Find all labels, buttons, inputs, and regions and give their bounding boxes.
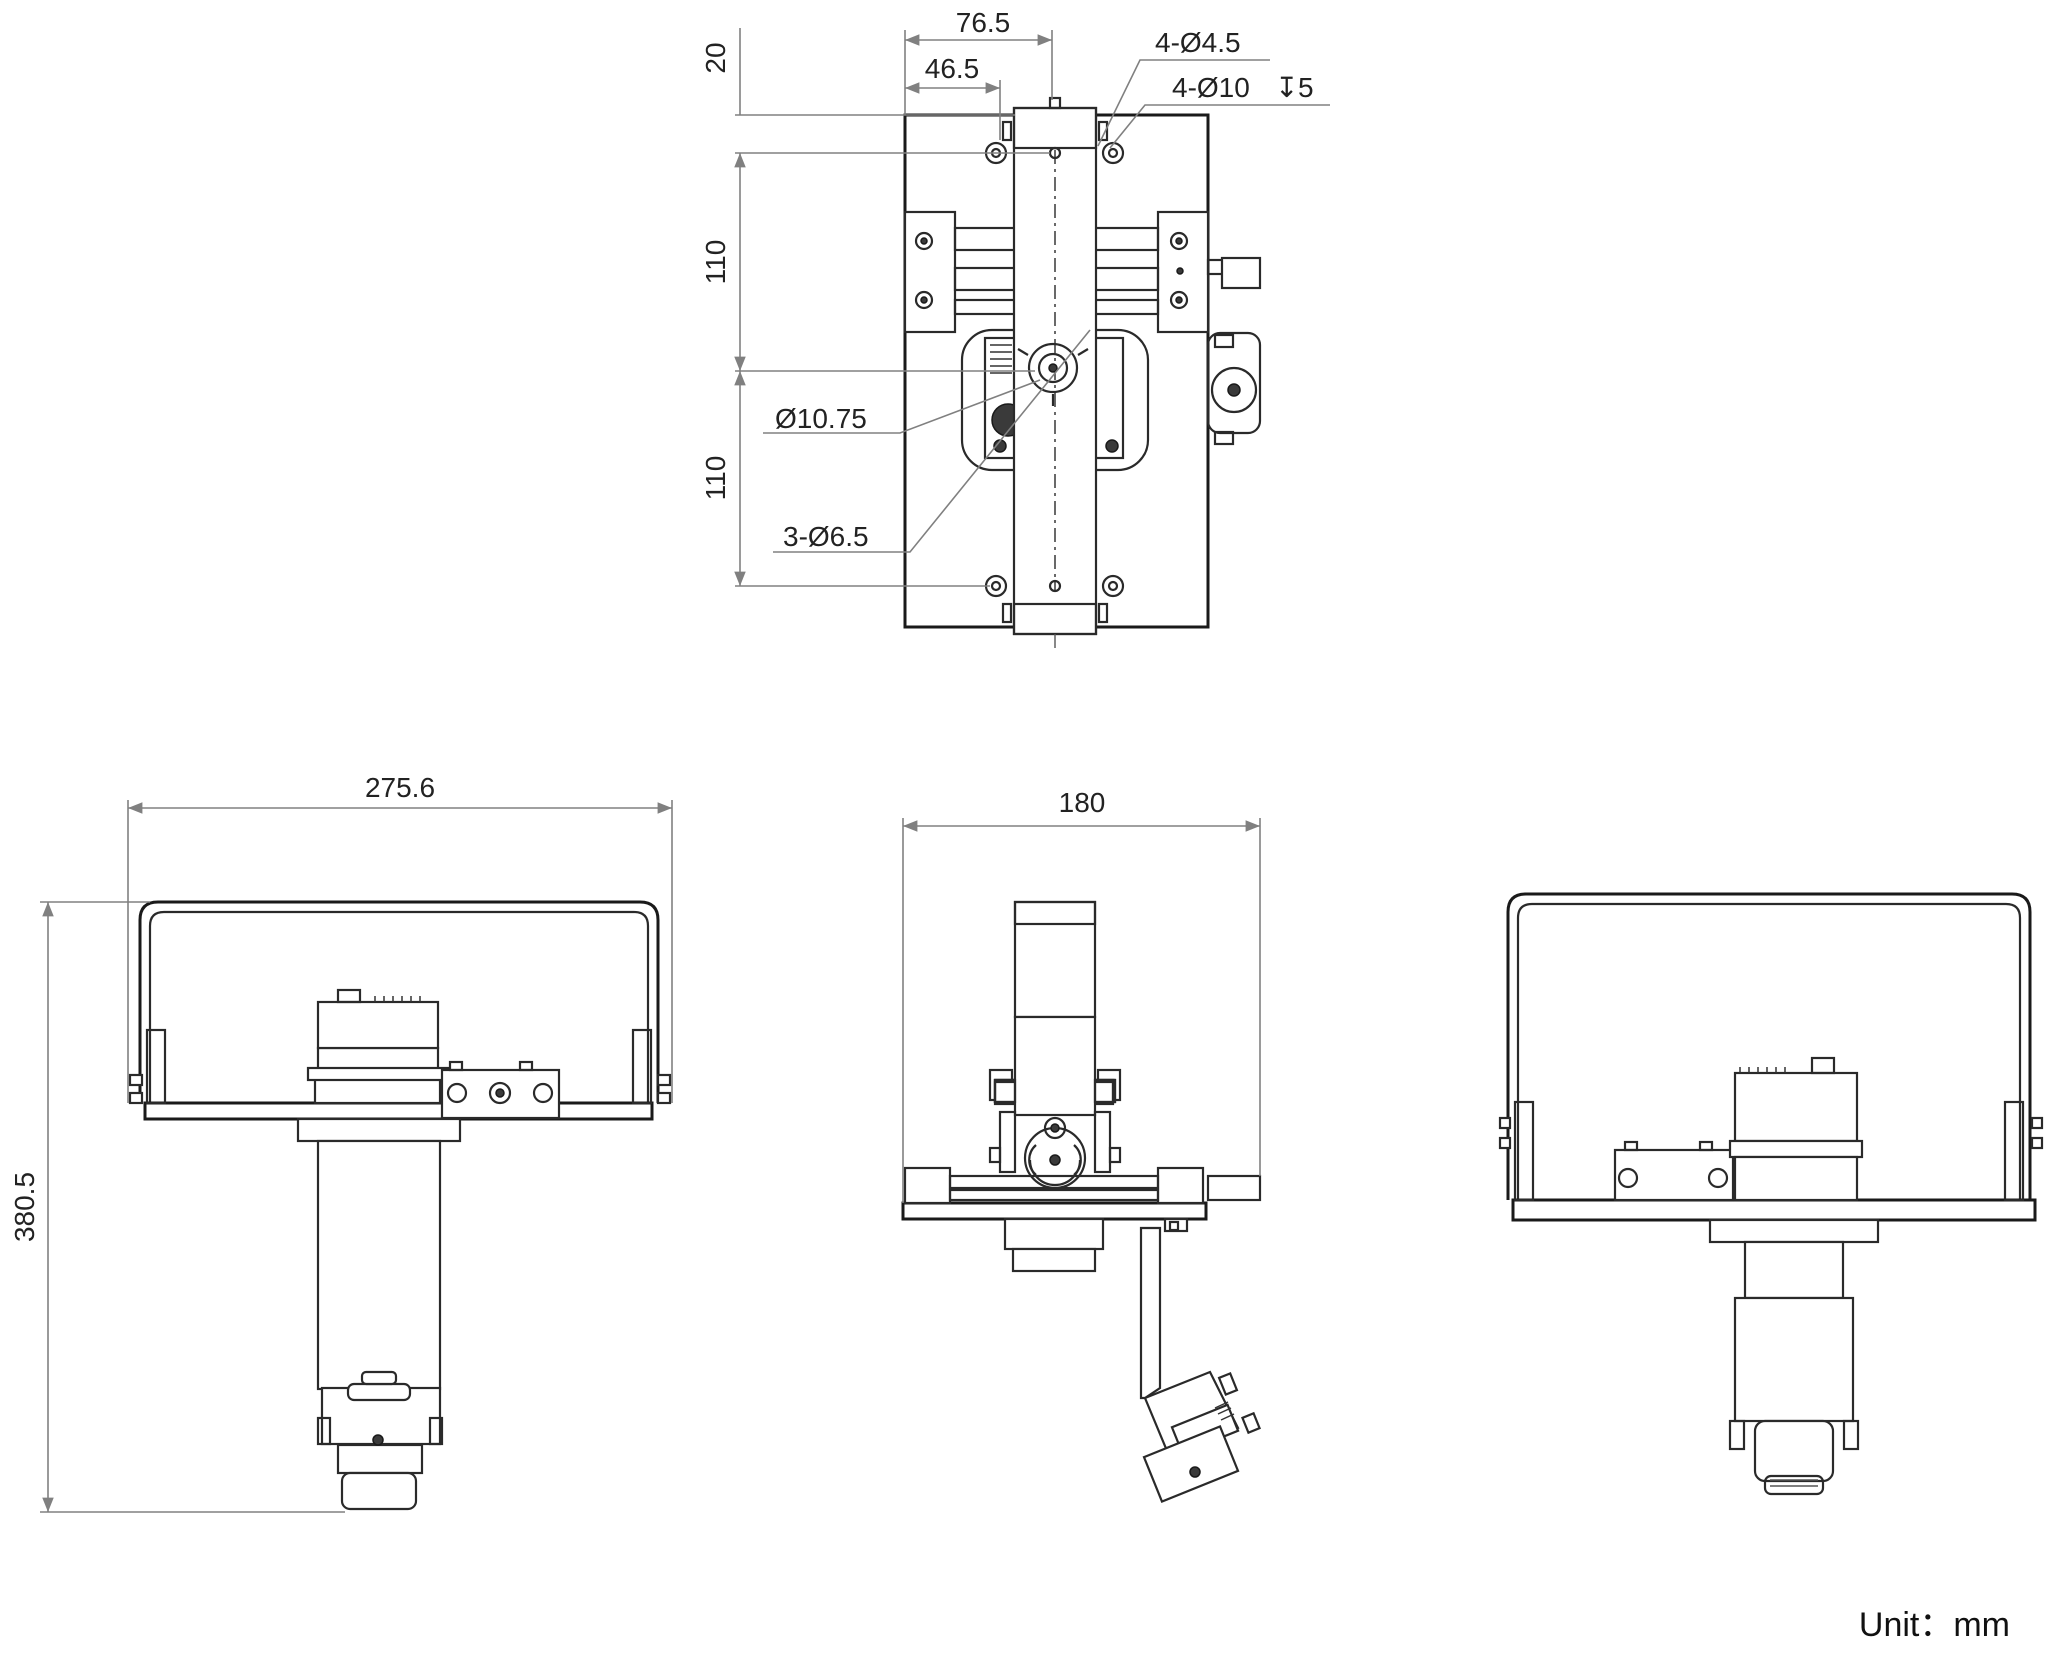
side-view-bar (1013, 900, 1097, 1019)
front-view: 275.6 380.5 (9, 772, 673, 1513)
top-view-left-block (903, 210, 957, 334)
dim-top-offset: 20 (700, 42, 731, 73)
back-view-base-plate (1511, 1198, 2037, 1222)
dim-side-width: 180 (1059, 787, 1106, 818)
dim-span-lower: 110 (700, 456, 731, 501)
back-view-column (1733, 1296, 1855, 1423)
front-view-base-plate (143, 1101, 654, 1121)
dim-top-width-outer: 76.5 (956, 7, 1011, 38)
front-view-column (316, 1139, 442, 1391)
dim-front-width: 275.6 (365, 772, 435, 803)
back-view (1498, 892, 2044, 1496)
dim-top-width-inner: 46.5 (925, 53, 980, 84)
back-view-camera (1733, 1071, 1859, 1143)
side-view-base-plate (901, 1201, 1208, 1221)
dim-front-height: 380.5 (9, 1172, 40, 1242)
side-view-camera (1142, 1424, 1240, 1504)
dim-mount-holes: 3-Ø6.5 (783, 521, 869, 552)
depth-symbol-icon: ↧ (1275, 72, 1298, 103)
top-view: 76.5 46.5 20 4-Ø4.5 4-Ø10 ↧ 5 110 110 Ø1… (700, 7, 1330, 648)
dim-hole-small: 4-Ø4.5 (1155, 27, 1241, 58)
dim-hole-counterbore: 4-Ø10 (1172, 72, 1250, 103)
dim-hole-counterbore-depth: 5 (1298, 72, 1314, 103)
dim-span-upper: 110 (700, 240, 731, 285)
unit-label: Unit：mm (1859, 1606, 2010, 1644)
side-view: 180 (901, 787, 1262, 1504)
dim-center-hole: Ø10.75 (775, 403, 867, 434)
